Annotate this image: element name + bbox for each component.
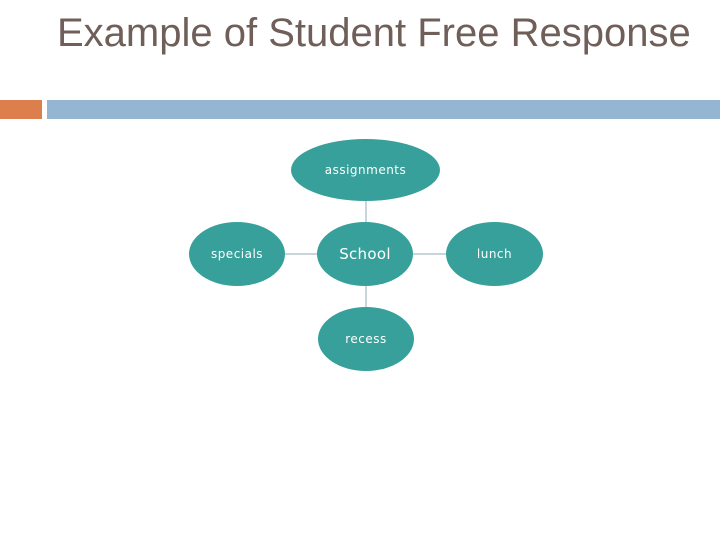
node-specials: specials <box>189 222 285 286</box>
node-lunch: lunch <box>446 222 543 286</box>
node-label: lunch <box>476 247 513 261</box>
accent-bar-orange <box>0 100 42 119</box>
node-school-center: School <box>317 222 413 286</box>
slide-title: Example of Student Free Response <box>57 11 691 55</box>
accent-bar-blue <box>47 100 720 119</box>
node-assignments: assignments <box>291 139 440 201</box>
node-recess: recess <box>318 307 414 371</box>
node-label: specials <box>210 247 264 261</box>
node-label: recess <box>345 332 387 346</box>
node-label: assignments <box>324 163 407 177</box>
node-label: School <box>339 245 391 263</box>
